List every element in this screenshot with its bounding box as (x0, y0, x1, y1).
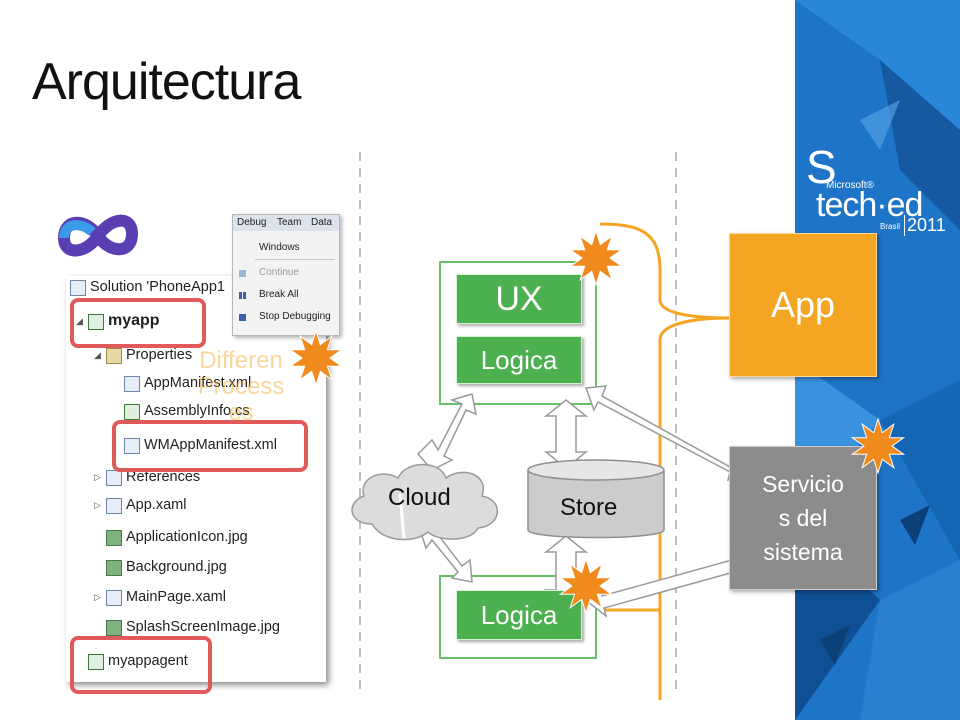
menu-item-continue[interactable]: Continue (259, 267, 300, 278)
expander-icon[interactable]: ▷ (94, 592, 101, 602)
logica-top-box: Logica (456, 336, 582, 384)
tree-row-label: ApplicationIcon.jpg (126, 529, 248, 545)
app-box: App (729, 233, 877, 377)
xaml-file-icon (106, 498, 122, 514)
csharp-project-icon (88, 654, 104, 670)
debug-menu: Debug Team Data Windows Continue Break A… (232, 214, 340, 336)
brand-letter: S (806, 141, 837, 193)
xml-file-icon (124, 376, 140, 392)
menu-tab-team[interactable]: Team (277, 217, 302, 228)
starburst-icon (288, 329, 344, 387)
references-icon (106, 470, 122, 486)
dashed-separators (359, 152, 677, 692)
tree-row-label: SplashScreenImage.jpg (126, 619, 280, 635)
expander-icon[interactable]: ◢ (76, 316, 83, 326)
menu-item-break-all[interactable]: Break All (259, 289, 299, 300)
store-label: Store (560, 494, 618, 521)
xaml-file-icon (106, 590, 122, 606)
ghost-text: Differen Process es (176, 348, 306, 426)
cloud-shape (351, 463, 499, 541)
expander-icon[interactable]: ▷ (94, 500, 101, 510)
ghost-line: Differen (199, 347, 283, 374)
store-cylinder (527, 459, 665, 539)
solution-icon (70, 280, 86, 296)
teched-logo: tech·ed (816, 186, 923, 224)
servicios-line: Servicio (762, 471, 844, 497)
tree-row-label: Solution 'PhoneApp1 (90, 279, 225, 295)
tree-row-label: WMAppManifest.xml (144, 437, 277, 453)
csharp-file-icon (124, 404, 140, 420)
menu-divider (255, 259, 335, 260)
expander-icon[interactable]: ◢ (94, 350, 101, 360)
starburst-icon (850, 417, 906, 475)
tree-row-label: myapp (108, 312, 160, 329)
microsoft-mark: Microsoft® (826, 180, 874, 191)
menu-item-stop-debugging[interactable]: Stop Debugging (259, 311, 331, 322)
play-icon (239, 270, 246, 277)
foreground-container (439, 261, 597, 405)
tree-row-label: References (126, 469, 201, 485)
highlight-wmappmanifest (112, 420, 308, 472)
logica-bottom-box: Logica (456, 590, 582, 640)
starburst-icon (558, 557, 614, 615)
properties-folder-icon (106, 348, 122, 364)
tree-row-label: App.xaml (126, 497, 187, 513)
highlight-myapp (70, 298, 206, 348)
menu-tab-data[interactable]: Data (311, 217, 333, 228)
image-file-icon (106, 530, 122, 546)
servicios-box: Servicio s del sistema (729, 446, 877, 590)
menu-bar: Debug Team Data (233, 215, 339, 231)
starburst-icon (568, 229, 624, 287)
arrow-cloud-ux (416, 393, 478, 471)
image-file-icon (106, 560, 122, 576)
servicios-line: sistema (763, 539, 843, 565)
background-container (439, 575, 597, 659)
tree-row-label: AppManifest.xml (144, 375, 252, 391)
slide-title: Arquitectura (32, 53, 301, 111)
tree-row-label: Background.jpg (126, 559, 227, 575)
ghost-line: Process (197, 373, 285, 400)
brand-country: Brasil (880, 222, 901, 231)
csharp-project-icon (88, 314, 104, 330)
xml-file-icon (124, 438, 140, 454)
servicios-line: s del (778, 505, 828, 531)
stop-icon (239, 314, 246, 321)
visual-studio-logo (57, 214, 139, 257)
app-bracket (599, 222, 731, 700)
tree-row-label: myappagent (108, 653, 188, 669)
brand-year: 2011 (904, 215, 946, 236)
cloud-label: Cloud (388, 484, 451, 511)
menu-item-windows[interactable]: Windows (259, 242, 300, 253)
pause-icon (239, 292, 242, 299)
expander-icon[interactable]: ▷ (94, 472, 101, 482)
tree-row-label: MainPage.xaml (126, 589, 226, 605)
tree-row-label: Properties (126, 347, 193, 363)
highlight-myappagent (70, 636, 212, 694)
tree-row-label: AssemblyInfo.cs (144, 403, 250, 419)
image-file-icon (106, 620, 122, 636)
menu-tab-debug[interactable]: Debug (237, 217, 267, 228)
ux-box: UX (456, 274, 582, 324)
